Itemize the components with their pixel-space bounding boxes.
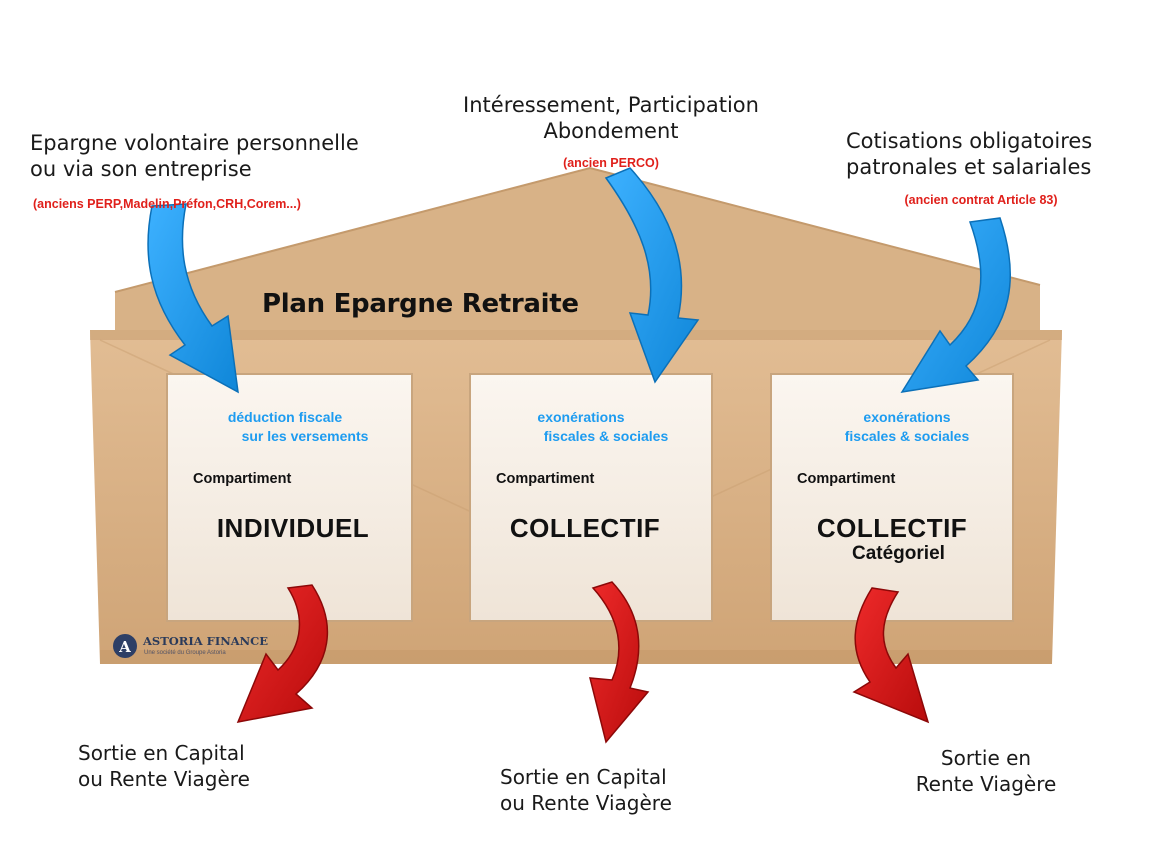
logo-emblem: [113, 634, 137, 658]
logo-tagline: Une société du Groupe Astoria: [144, 650, 226, 656]
envelope-flap: [115, 168, 1040, 330]
compartment-3-label: Compartiment: [797, 471, 896, 487]
compartment-2-benefit: exonérations fiscales & sociales: [537, 409, 669, 444]
outflow-arrow-2: [589, 581, 650, 744]
inflow-arrow-3: [900, 217, 1012, 393]
input-3-title: Cotisations obligatoires patronales et s…: [846, 129, 1093, 179]
logo-letter: A: [118, 638, 131, 656]
input-1-note: (anciens PERP,Madelin,Préfon,CRH,Corem..…: [33, 197, 301, 211]
panel-collectif-categoriel: [770, 373, 1014, 622]
inflow-arrow-2: [604, 167, 700, 384]
panel-individuel: [166, 373, 413, 622]
inflow-arrow-1: [147, 203, 239, 394]
panel-collectif: [469, 373, 713, 622]
compartment-2-label: Compartiment: [496, 471, 595, 487]
compartment-3-extra: Catégoriel: [852, 543, 945, 564]
compartment-3-name: COLLECTIF: [816, 513, 968, 543]
outflow-arrow-3: [852, 587, 930, 724]
output-3: Sortie en Rente Viagère: [915, 746, 1057, 796]
compartment-1-name: INDIVIDUEL: [216, 513, 370, 543]
input-3-note: (ancien contrat Article 83): [904, 193, 1058, 207]
compartment-1-label: Compartiment: [193, 471, 292, 487]
compartment-2-name: COLLECTIF: [509, 513, 661, 543]
compartment-1-benefit: déduction fiscale sur les versements: [227, 409, 369, 444]
input-2-title: Intéressement, Participation Abondement: [463, 93, 759, 143]
output-2: Sortie en Capital ou Rente Viagère: [500, 765, 672, 815]
output-1: Sortie en Capital ou Rente Viagère: [78, 741, 250, 791]
compartment-3-benefit: exonérations fiscales & sociales: [844, 409, 970, 444]
outflow-arrow-1: [236, 584, 329, 723]
plan-title: Plan Epargne Retraite: [262, 289, 579, 319]
input-2-note: (ancien PERCO): [563, 156, 659, 170]
logo-name: ASTORIA FINANCE: [143, 634, 269, 648]
input-1-title: Epargne volontaire personnelle ou via so…: [30, 131, 359, 181]
